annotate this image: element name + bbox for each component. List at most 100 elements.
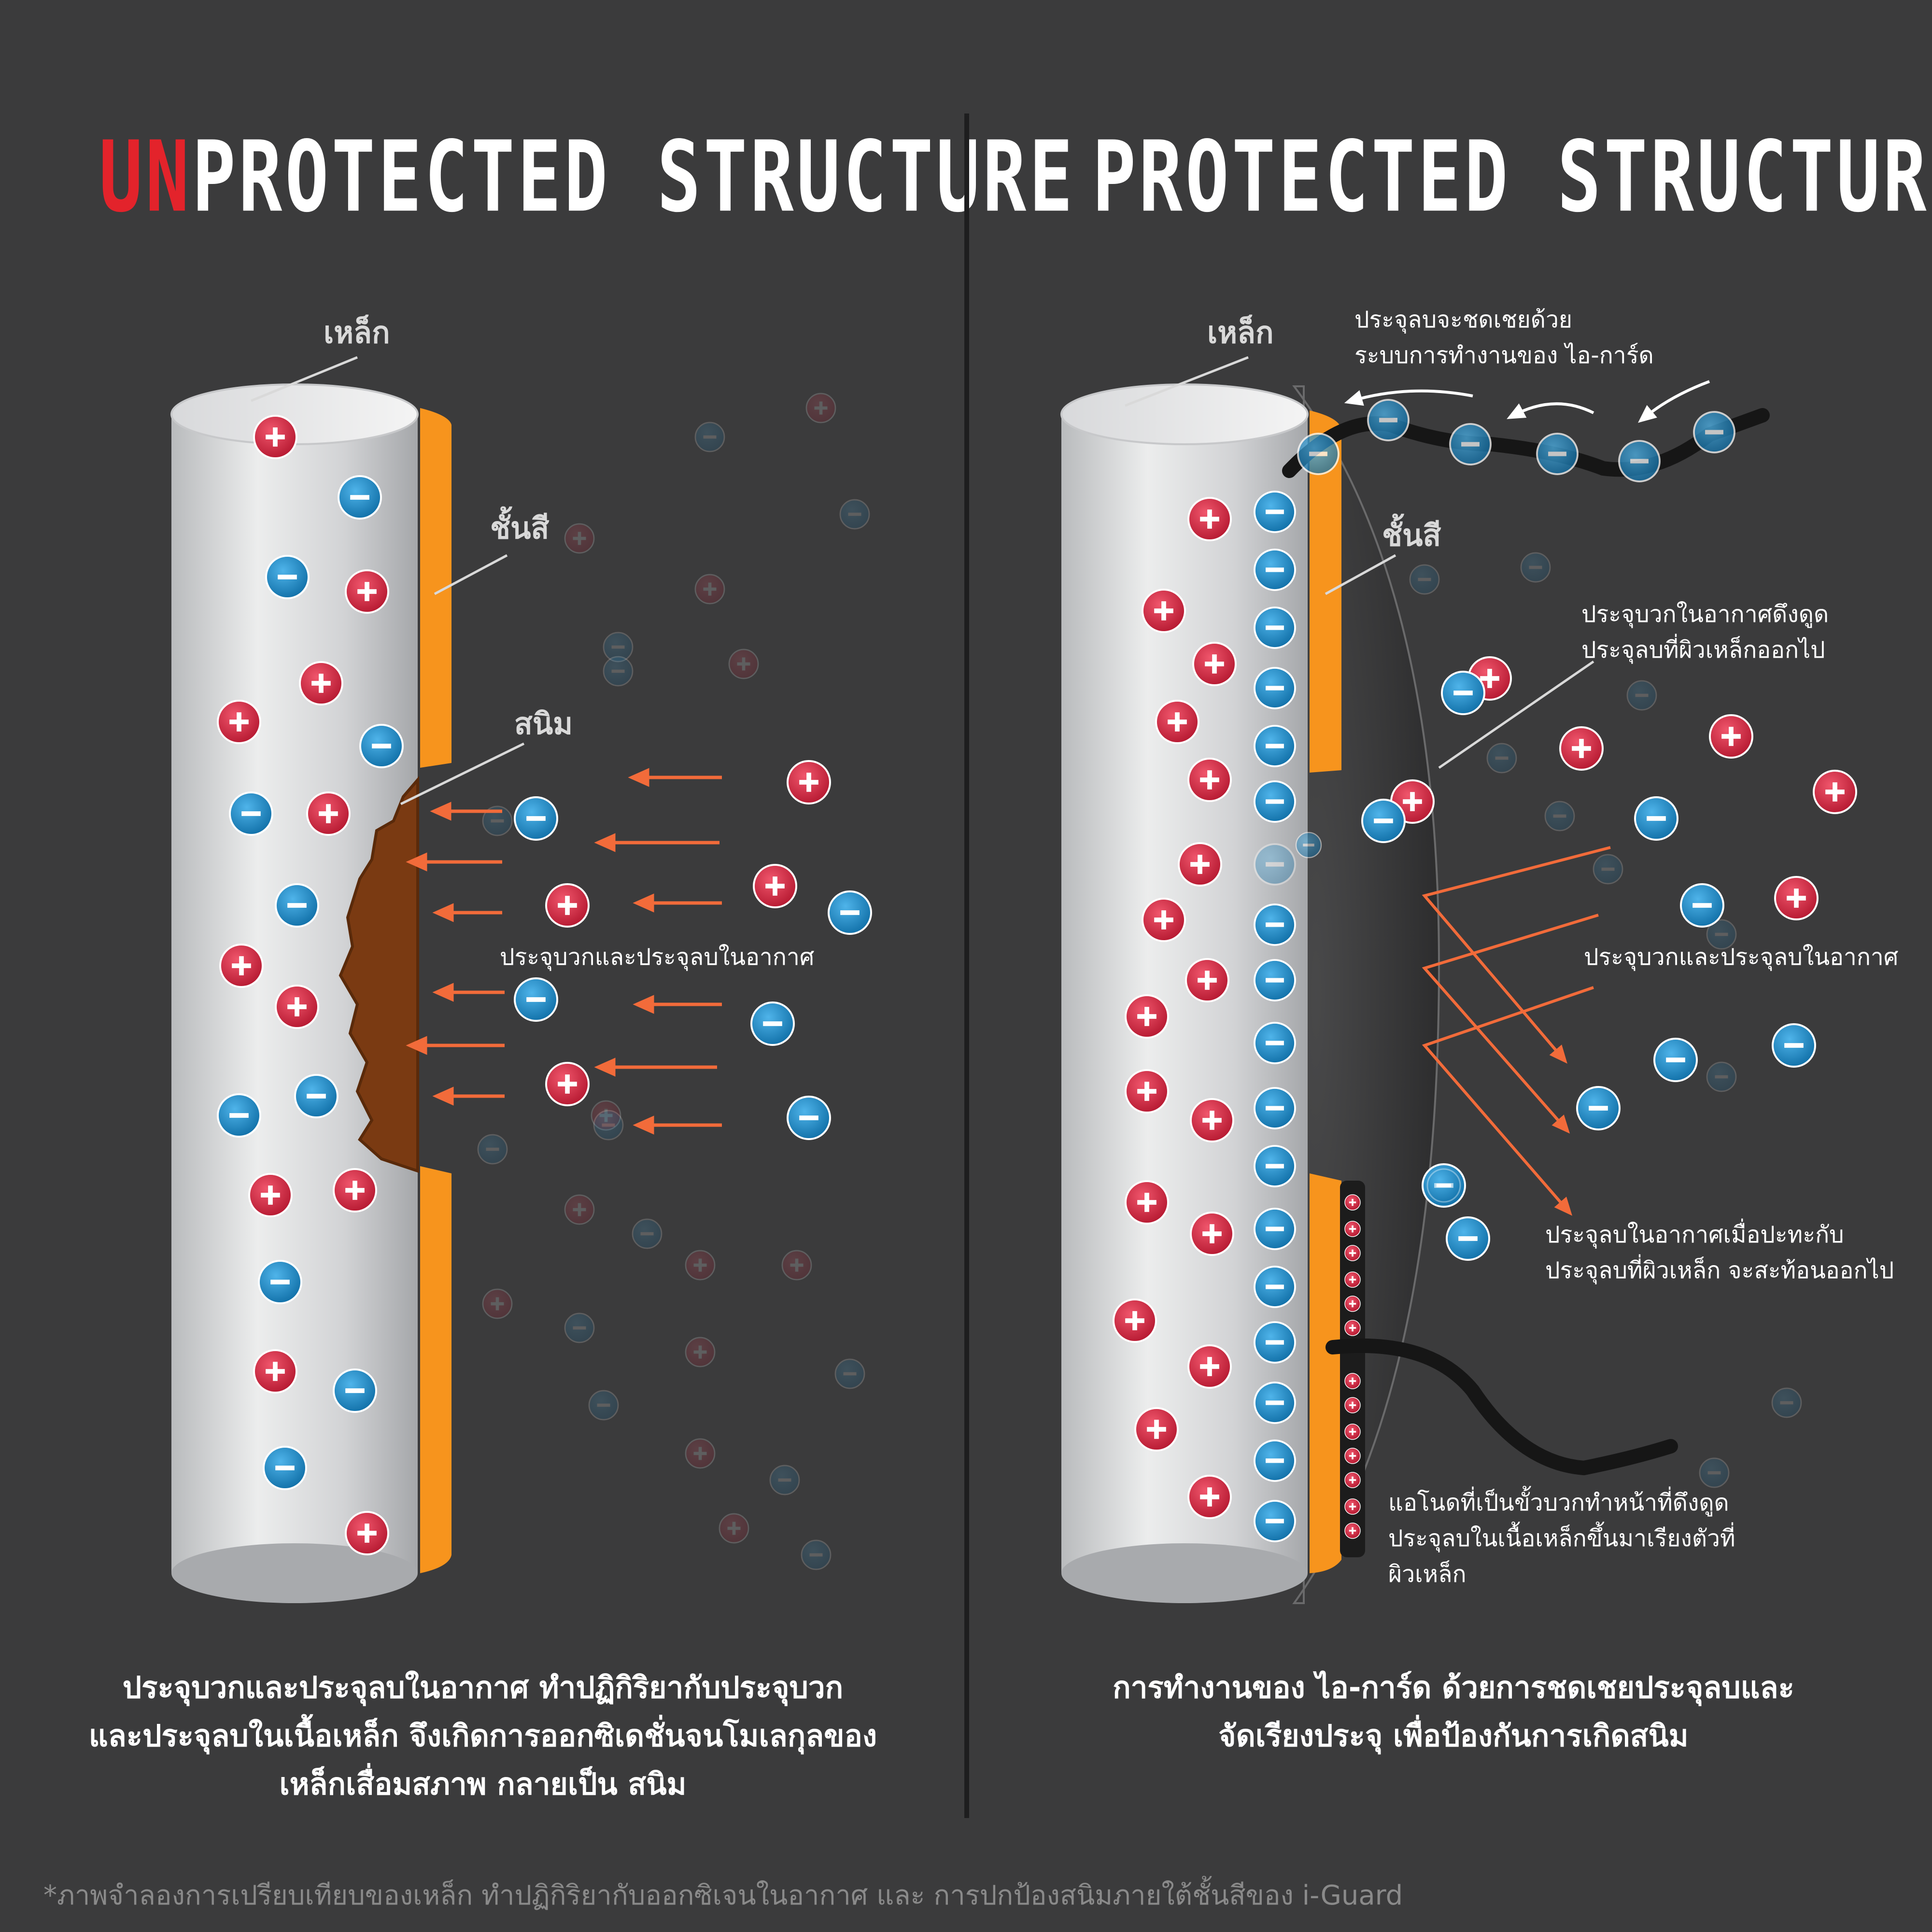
note-anode-line-1: แอโนดที่เป็นขั้วบวกทำหน้าที่ดึงดูด (1388, 1489, 1729, 1516)
minus-icon (1715, 1075, 1728, 1079)
minus-icon (1266, 625, 1284, 630)
minus-icon (1707, 1471, 1721, 1475)
minus-icon (1266, 509, 1284, 514)
note-compensate: ประจุลบจะชดเชยด้วย ระบบการทำงานของ ไอ-กา… (1354, 302, 1654, 373)
note-reflect: ประจุลบในอากาศเมื่อปะทะกับ ประจุลบที่ผิว… (1545, 1217, 1894, 1288)
negative-ion (1680, 883, 1724, 928)
negative-ion (1426, 1168, 1461, 1203)
positive-ion (1190, 1212, 1234, 1256)
positive-ion (545, 883, 590, 928)
positive-ion (1125, 1069, 1169, 1114)
negative-ion (828, 890, 872, 935)
positive-ion (1155, 700, 1199, 744)
caption-left: ประจุบวกและประจุลบในอากาศ ทำปฏิกิริยากับ… (58, 1664, 908, 1808)
reflection-arrows (1422, 846, 1611, 1216)
negative-ion (1706, 919, 1737, 950)
negative-ion (294, 1074, 338, 1118)
minus-icon (526, 997, 546, 1002)
plus-icon (703, 587, 717, 591)
positive-ion (253, 415, 297, 459)
negative-ion (1254, 606, 1296, 649)
positive-ion (1344, 1320, 1361, 1336)
positive-ion (1344, 1296, 1361, 1312)
positive-ion (685, 1337, 716, 1368)
paint-layer-right (1310, 410, 1341, 773)
plus-icon (737, 662, 750, 666)
minus-icon (1458, 1236, 1478, 1241)
caption-left-line-1: ประจุบวกและประจุลบในอากาศ ทำปฏิกิริยากับ… (122, 1670, 844, 1705)
negative-ion (514, 796, 558, 841)
positive-ion (333, 1168, 377, 1213)
negative-ion (694, 422, 725, 452)
positive-ion (1192, 642, 1237, 686)
positive-ion (1344, 1472, 1361, 1488)
minus-icon (270, 1280, 290, 1284)
minus-icon (1266, 567, 1284, 572)
minus-icon (1780, 1401, 1793, 1405)
positive-ion (1190, 1098, 1234, 1142)
positive-ion (1134, 1407, 1179, 1452)
negative-ion (834, 1358, 865, 1389)
footnote: *ภาพจำลองการเปรียบเทียบของเหล็ก ทำปฏิกิร… (43, 1880, 1403, 1911)
positive-ion (1187, 497, 1232, 541)
negative-ion (1295, 832, 1322, 859)
negative-ion (1254, 959, 1296, 1001)
minus-icon (287, 903, 307, 908)
note-reflect-line-1: ประจุลบในอากาศเมื่อปะทะกับ (1545, 1221, 1844, 1248)
negative-ion (632, 1218, 663, 1249)
positive-ion (1125, 994, 1169, 1039)
minus-icon (1266, 1340, 1284, 1345)
negative-ion (1618, 440, 1661, 482)
minus-icon (1266, 1164, 1284, 1169)
minus-icon (486, 1147, 499, 1151)
minus-icon (278, 575, 297, 579)
note-attract: ประจุบวกในอากาศดึงดูด ประจุลบที่ผิวเหล็ก… (1581, 596, 1829, 668)
minus-icon (1266, 1458, 1284, 1463)
minus-icon (1461, 442, 1480, 447)
pointer-lines-left (251, 356, 525, 805)
positive-ion (787, 760, 831, 804)
pointer-lines-right (1125, 356, 1594, 769)
minus-icon (611, 669, 625, 673)
minus-icon (229, 1113, 249, 1118)
positive-ion (564, 1194, 595, 1225)
positive-ion (753, 864, 797, 908)
positive-ion (1187, 1475, 1232, 1519)
note-attract-line-2: ประจุลบที่ผิวเหล็กออกไป (1581, 636, 1825, 663)
positive-ion (1344, 1245, 1361, 1261)
minus-icon (241, 811, 261, 816)
caption-right-line-2: จัดเรียงประจุ เพื่อป้องกันการเกิดสนิม (1218, 1718, 1689, 1753)
caption-right-line-1: การทำงานของ ไอ-การ์ด ด้วยการชดเชยประจุลบ… (1113, 1670, 1794, 1705)
title-unprotected: UNPROTECTED STRUCTURE (99, 121, 1075, 234)
minus-icon (1692, 903, 1712, 908)
plus-icon (693, 1350, 707, 1354)
minus-icon (1266, 922, 1284, 927)
positive-ion (564, 523, 595, 554)
positive-ion (1344, 1424, 1361, 1440)
negative-ion (801, 1539, 832, 1570)
negative-ion (1693, 411, 1735, 453)
minus-icon (1495, 756, 1509, 760)
positive-ion (1125, 1180, 1169, 1225)
positive-ion (1344, 1373, 1361, 1389)
minus-icon (602, 1123, 615, 1127)
positive-ion (1344, 1448, 1361, 1464)
minus-icon (778, 1478, 791, 1482)
note-reflect-line-2: ประจุลบที่ผิวเหล็ก จะสะท้อนออกไป (1545, 1257, 1894, 1284)
negative-ion (1361, 799, 1406, 843)
negative-ion (359, 724, 404, 768)
positive-ion (694, 574, 725, 605)
negative-ion (1254, 1145, 1296, 1187)
label-steel-right: เหล็ก (1207, 315, 1274, 350)
rust-patch (338, 776, 419, 1173)
negative-ion (1626, 680, 1657, 711)
negative-ion (477, 1134, 508, 1165)
positive-ion (482, 1288, 513, 1319)
label-rust: สนิม (514, 706, 573, 741)
negative-ion (1446, 1216, 1490, 1261)
negative-ion (1576, 1086, 1621, 1130)
positive-ion (1113, 1298, 1157, 1343)
attack-arrows (406, 768, 722, 1135)
positive-ion (345, 569, 389, 614)
minus-icon (640, 1232, 654, 1236)
